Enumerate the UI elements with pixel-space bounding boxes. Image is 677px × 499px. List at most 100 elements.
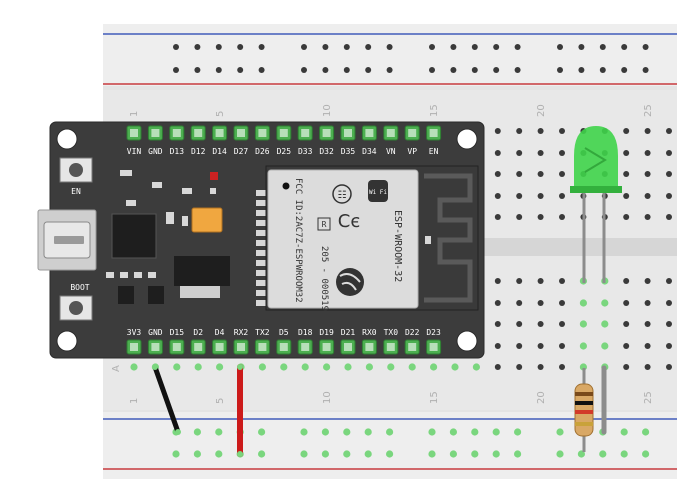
breadboard-hole (301, 363, 309, 371)
breadboard-hole (666, 364, 672, 370)
pin-header-pad (408, 343, 417, 351)
rail-hole (450, 67, 457, 73)
breadboard-hole (216, 363, 224, 371)
rail-hole (492, 450, 500, 458)
breadboard-hole (623, 214, 630, 220)
col-number: 1 (129, 111, 140, 117)
wifi-logo-icon (368, 180, 388, 202)
rail-hole (621, 67, 628, 73)
breadboard-hole (516, 364, 523, 370)
pin-header-pad (194, 343, 203, 351)
pin-label: D13 (170, 147, 185, 156)
rail-hole (493, 67, 500, 73)
pin-header-pad (279, 343, 288, 351)
pin-header-pad (408, 129, 417, 137)
pin-label: D12 (191, 147, 206, 156)
rail-hole (386, 67, 393, 73)
boot-button[interactable]: BOOT (59, 283, 93, 321)
led[interactable] (570, 126, 622, 283)
breadboard-hole (644, 364, 651, 370)
breadboard-hole (666, 150, 672, 156)
voltage-regulator (174, 256, 230, 286)
top-rail-holes (173, 44, 649, 73)
pin-header-pad (237, 343, 245, 351)
breadboard-hole (644, 278, 651, 284)
rail-hole (343, 428, 351, 436)
usb-connector[interactable] (37, 209, 97, 271)
wires (152, 364, 243, 457)
rail-hole (556, 450, 564, 458)
breadboard-hole (559, 364, 565, 370)
rail-hole (172, 450, 180, 458)
breadboard-hole (537, 214, 544, 220)
rail-hole (428, 428, 436, 436)
rail-hole (449, 450, 457, 458)
pin-header-pad (386, 343, 395, 351)
breadboard-hole (516, 278, 523, 284)
resistor-assembly[interactable] (574, 365, 607, 452)
col-number: 15 (429, 104, 440, 117)
breadboard-hole (559, 214, 565, 220)
resistor-band (575, 410, 593, 414)
breadboard-hole (559, 171, 565, 177)
breadboard-hole (516, 300, 523, 306)
pin-header-pad (344, 129, 352, 137)
ce-mark-icon: Cє (338, 211, 360, 232)
pin-label: D5 (279, 328, 289, 337)
breadboard-hole (537, 128, 544, 134)
breadboard-hole (644, 321, 651, 327)
rail-hole (386, 428, 394, 436)
breadboard-hole (537, 171, 544, 177)
pin-label: D33 (298, 147, 313, 156)
rail-hole (237, 44, 244, 50)
pin-header-pad (258, 129, 267, 137)
pin-label: D18 (298, 328, 313, 337)
mount-hole (456, 330, 478, 352)
capacitor (191, 207, 223, 233)
pin-header-pad (386, 129, 395, 137)
rail-hole (599, 44, 606, 50)
breadboard-hole (666, 214, 672, 220)
breadboard-hole (623, 343, 630, 349)
col-number: 5 (215, 398, 226, 404)
breadboard-hole (537, 364, 544, 370)
breadboard-hole (408, 363, 416, 371)
breadboard-hole (516, 193, 523, 199)
rail-hole (215, 428, 223, 436)
breadboard-hole (623, 171, 630, 177)
breadboard-hole (387, 363, 395, 371)
led-rim (570, 186, 622, 193)
rail-hole (599, 450, 607, 458)
breadboard-hole (559, 321, 565, 327)
pin-header-pad (237, 129, 245, 137)
rail-hole (428, 450, 436, 458)
rail-hole (620, 450, 628, 458)
pin-header-pad (322, 343, 331, 351)
col-number: 15 (429, 391, 440, 404)
svg-text:☷: ☷ (338, 190, 347, 201)
rail-hole (215, 67, 222, 73)
pin-header-pad (151, 343, 160, 351)
gnd-wire-black[interactable] (152, 364, 181, 435)
en-button[interactable]: EN (59, 157, 93, 196)
breadboard-hole (559, 193, 565, 199)
rail-hole (343, 44, 350, 50)
pin-label: D34 (362, 147, 377, 156)
rail-hole (322, 67, 329, 73)
breadboard-hole (644, 300, 651, 306)
rail-hole (642, 428, 650, 436)
breadboard-hole (601, 299, 609, 307)
pin-label: D35 (341, 147, 356, 156)
pin-header-pad (172, 129, 181, 137)
module-code-text: 205 - 000519 (319, 246, 329, 311)
breadboard-hole (516, 214, 523, 220)
col-number: 25 (643, 104, 654, 117)
rail-hole (365, 67, 372, 73)
pin-label: GND (148, 328, 163, 337)
breadboard-hole (173, 363, 181, 371)
breadboard-hole (494, 214, 501, 220)
en-label: EN (71, 187, 81, 196)
